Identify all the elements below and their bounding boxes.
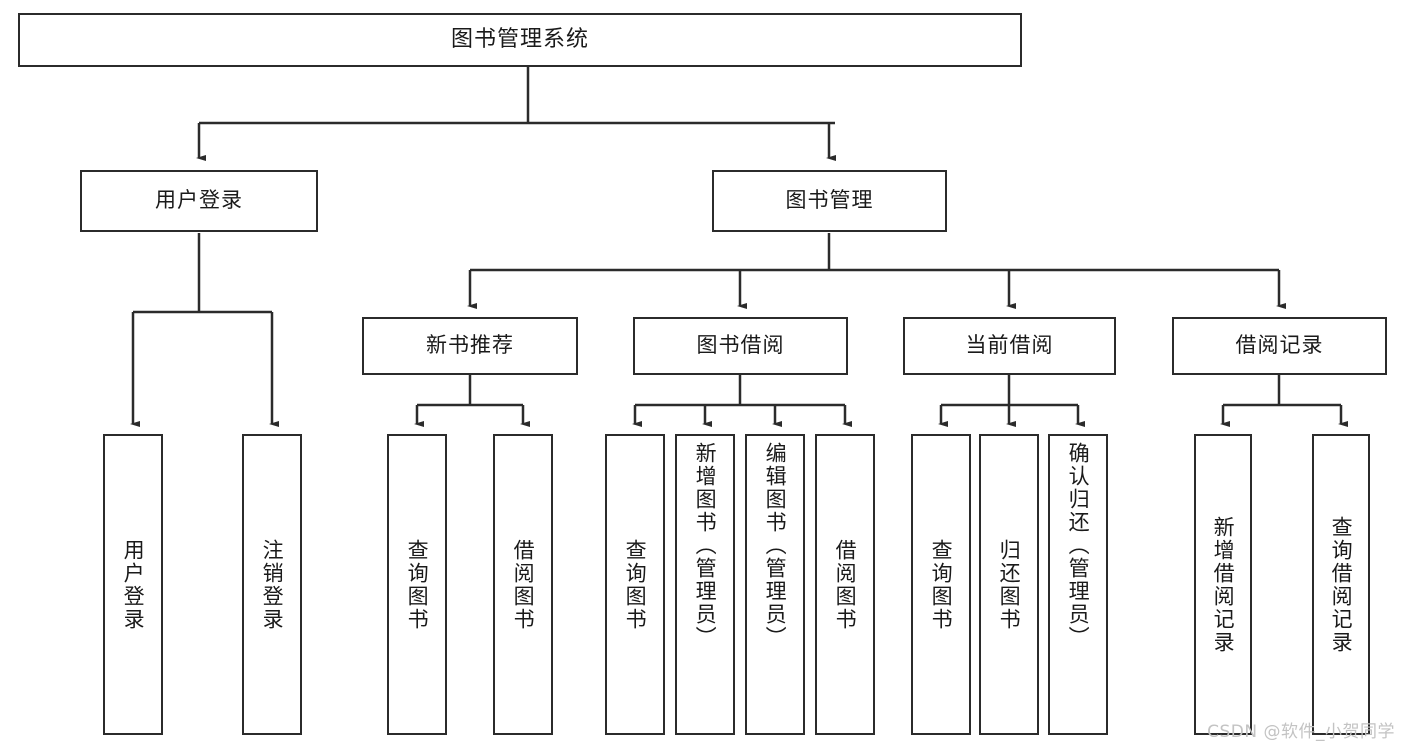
leaf-confirm-return-admin[interactable]: 确认归还（管理员） xyxy=(1048,434,1108,735)
node-label: 借阅记录 xyxy=(1235,333,1324,358)
leaf-query-book-borrow[interactable]: 查询图书 xyxy=(605,434,665,735)
node-label: 借阅图书 xyxy=(511,538,536,631)
node-label: 编辑图书（管理员） xyxy=(763,442,788,649)
node-label: 归还图书 xyxy=(997,538,1022,631)
node-borrow-record[interactable]: 借阅记录 xyxy=(1172,317,1387,375)
leaf-borrow-book-newbook[interactable]: 借阅图书 xyxy=(493,434,553,735)
node-label: 借阅图书 xyxy=(833,538,858,631)
node-label: 确认归还（管理员） xyxy=(1066,442,1091,649)
node-label: 用户登录 xyxy=(155,188,243,213)
node-label: 新增图书（管理员） xyxy=(693,442,718,649)
node-label: 新增借阅记录 xyxy=(1211,515,1236,654)
node-current-borrow[interactable]: 当前借阅 xyxy=(903,317,1116,375)
leaf-query-borrow-record[interactable]: 查询借阅记录 xyxy=(1312,434,1370,735)
node-book-borrow[interactable]: 图书借阅 xyxy=(633,317,848,375)
node-new-book-recommend[interactable]: 新书推荐 xyxy=(362,317,578,375)
node-label: 图书借阅 xyxy=(696,333,785,358)
node-label: 查询图书 xyxy=(405,538,430,631)
node-label: 查询借阅记录 xyxy=(1329,515,1354,654)
leaf-query-book-newbook[interactable]: 查询图书 xyxy=(387,434,447,735)
leaf-user-logout[interactable]: 注销登录 xyxy=(242,434,302,735)
leaf-add-borrow-record[interactable]: 新增借阅记录 xyxy=(1194,434,1252,735)
node-label: 图书管理 xyxy=(785,188,874,213)
node-label: 新书推荐 xyxy=(426,333,514,358)
node-label: 查询图书 xyxy=(623,538,648,631)
node-label: 用户登录 xyxy=(121,538,146,631)
node-label: 查询图书 xyxy=(929,538,954,631)
leaf-edit-book-admin[interactable]: 编辑图书（管理员） xyxy=(745,434,805,735)
node-label: 注销登录 xyxy=(260,538,285,631)
leaf-add-book-admin[interactable]: 新增图书（管理员） xyxy=(675,434,735,735)
node-user-login[interactable]: 用户登录 xyxy=(80,170,318,232)
node-label: 图书管理系统 xyxy=(450,26,589,52)
watermark-text: CSDN @软件_小贺同学 xyxy=(1207,722,1395,742)
leaf-return-book[interactable]: 归还图书 xyxy=(979,434,1039,735)
leaf-query-book-current[interactable]: 查询图书 xyxy=(911,434,971,735)
node-root-system[interactable]: 图书管理系统 xyxy=(18,13,1022,67)
node-label: 当前借阅 xyxy=(965,333,1054,358)
leaf-user-login[interactable]: 用户登录 xyxy=(103,434,163,735)
node-book-management[interactable]: 图书管理 xyxy=(712,170,947,232)
leaf-borrow-book[interactable]: 借阅图书 xyxy=(815,434,875,735)
